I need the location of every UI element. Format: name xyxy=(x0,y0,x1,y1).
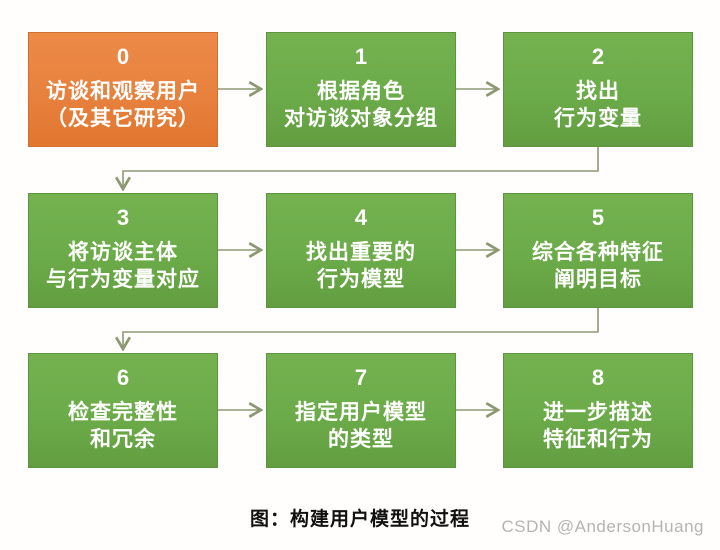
connector-step5-step6-elbow-arrow xyxy=(123,308,599,349)
step-label-line: 与行为变量对应 xyxy=(46,268,200,292)
step-label-line: 综合各种特征 xyxy=(532,241,664,265)
flow-step-2: 2 找出 行为变量 xyxy=(503,32,693,147)
flow-step-8: 8 进一步描述 特征和行为 xyxy=(503,353,693,468)
flow-step-3: 3 将访谈主体 与行为变量对应 xyxy=(28,193,218,308)
step-number: 6 xyxy=(116,365,130,390)
step-label-line: （及其它研究） xyxy=(46,107,200,131)
step-label-line: 找出重要的 xyxy=(306,241,416,265)
step-label-line: 将访谈主体 xyxy=(68,241,178,265)
flow-step-1: 1 根据角色 对访谈对象分组 xyxy=(266,32,456,147)
step-label-line: 行为模型 xyxy=(317,268,405,292)
flow-step-5: 5 综合各种特征 阐明目标 xyxy=(503,193,693,308)
flow-step-4: 4 找出重要的 行为模型 xyxy=(266,193,456,308)
step-number: 7 xyxy=(354,365,368,390)
step-label-line: 指定用户模型 xyxy=(295,401,427,425)
step-number: 3 xyxy=(116,205,130,230)
step-label-line: 特征和行为 xyxy=(543,428,653,452)
step-number: 8 xyxy=(591,365,605,390)
step-label-line: 阐明目标 xyxy=(554,268,642,292)
flow-step-6: 6 检查完整性 和冗余 xyxy=(28,353,218,468)
step-number: 0 xyxy=(116,44,130,69)
step-label-line: 和冗余 xyxy=(90,428,156,452)
step-label-line: 进一步描述 xyxy=(543,401,653,425)
connector-step2-step3-elbow-arrow xyxy=(123,147,599,189)
step-label-line: 对访谈对象分组 xyxy=(284,107,438,131)
flow-step-7: 7 指定用户模型 的类型 xyxy=(266,353,456,468)
step-label-line: 的类型 xyxy=(328,428,394,452)
step-number: 1 xyxy=(354,44,368,69)
step-label-line: 找出 xyxy=(576,80,620,104)
step-number: 2 xyxy=(591,44,605,69)
figure-caption: 图：构建用户模型的过程 xyxy=(249,509,470,530)
step-label-line: 根据角色 xyxy=(317,80,405,104)
step-label-line: 访谈和观察用户 xyxy=(46,80,200,104)
step-number: 4 xyxy=(354,205,368,230)
flow-step-0: 0 访谈和观察用户 （及其它研究） xyxy=(28,32,218,147)
step-number: 5 xyxy=(591,205,605,230)
step-label-line: 检查完整性 xyxy=(68,401,178,425)
step-label-line: 行为变量 xyxy=(554,107,642,131)
csdn-watermark: CSDN @AndersonHuang xyxy=(501,517,704,536)
